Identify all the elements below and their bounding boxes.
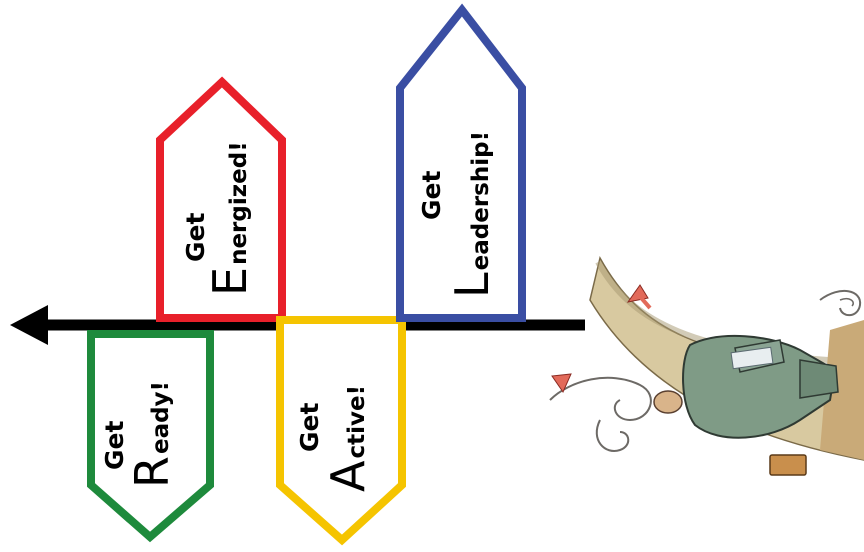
arrow-energized-prefix: Get <box>181 213 210 262</box>
arrow-get-active: Get Active! <box>276 316 406 546</box>
arrow-energized-outline <box>156 76 286 322</box>
arrow-ready-initial: R <box>125 456 179 488</box>
svg-text:Active!: Active! <box>321 385 375 492</box>
arrow-ready-rest: eady! <box>148 381 174 454</box>
svg-text:Energized!: Energized! <box>203 141 257 296</box>
svg-text:Leadership!: Leadership! <box>445 131 499 298</box>
arrow-leadership-prefix: Get <box>417 171 446 220</box>
arrow-get-energized: Get Energized! <box>156 76 286 322</box>
arrow-leadership-initial: L <box>445 272 499 298</box>
arrow-leadership-rest: eadership! <box>468 131 494 270</box>
businessman-illustration <box>549 255 864 476</box>
arrow-active-rest: ctive! <box>344 385 370 459</box>
arrow-ready-outline <box>87 330 214 543</box>
arrow-ready-prefix: Get <box>100 421 129 470</box>
arrow-get-leadership: Get Leadership! <box>396 3 526 322</box>
arrow-active-outline <box>276 316 406 546</box>
arrow-leadership-outline <box>396 3 526 322</box>
arrow-energized-rest: nergized! <box>226 141 252 265</box>
arrow-get-ready: Get Ready! <box>87 330 214 543</box>
svg-text:Ready!: Ready! <box>125 381 179 488</box>
arrow-active-initial: A <box>321 460 375 492</box>
arrow-energized-initial: E <box>203 267 257 296</box>
arrow-active-prefix: Get <box>295 403 324 452</box>
